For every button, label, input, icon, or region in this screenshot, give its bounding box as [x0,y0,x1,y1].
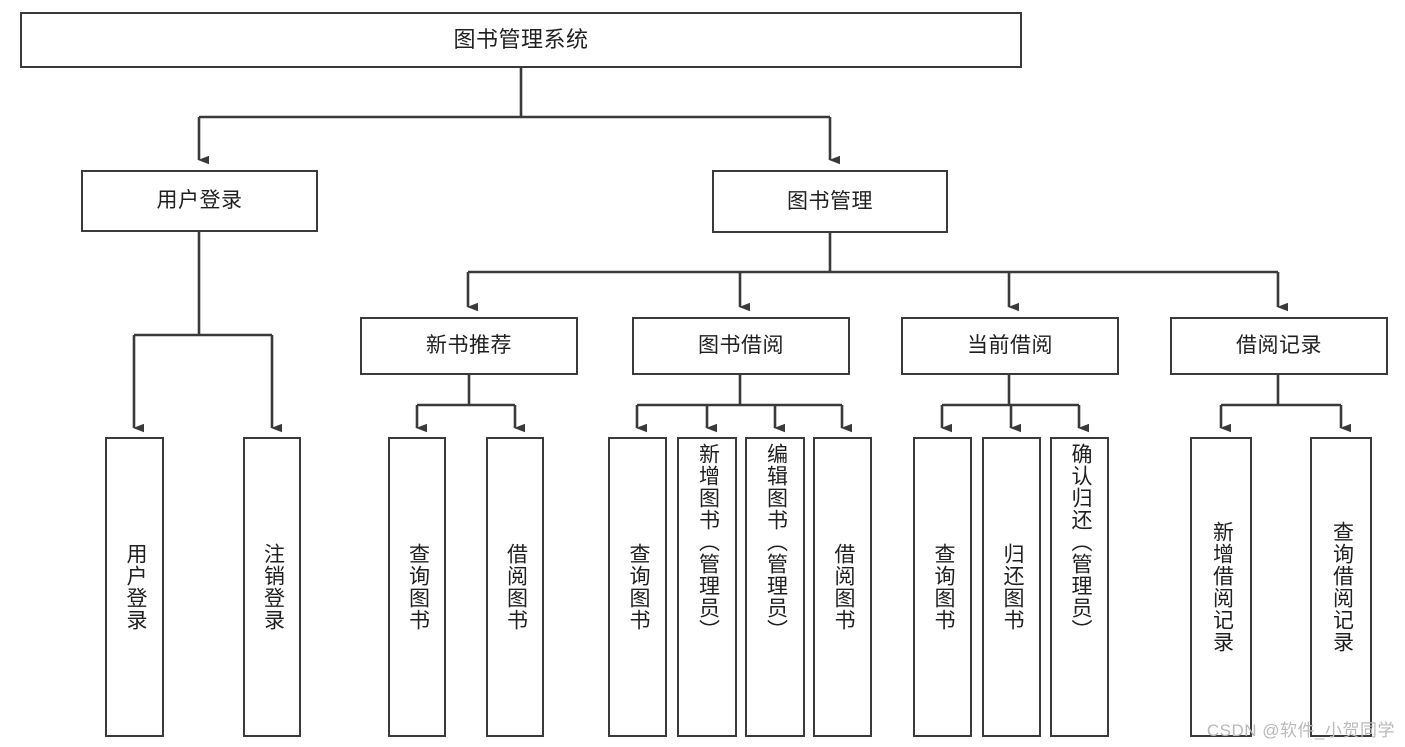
node-new-book-rec[interactable]: 新书推荐 [360,317,578,375]
node-leaf-borrow-edit[interactable]: 编辑图书（管理员） [745,437,805,737]
node-leaf-cur-query[interactable]: 查询图书 [913,437,972,737]
node-leaf-rec-query2-label: 查询借阅记录 [1330,521,1354,653]
node-book-borrow[interactable]: 图书借阅 [632,317,850,375]
node-leaf-user-logout[interactable]: 注销登录 [243,437,301,737]
node-user-login-label: 用户登录 [156,189,243,213]
node-root-label: 图书管理系统 [453,26,589,52]
node-leaf-rec-add[interactable]: 新增借阅记录 [1190,437,1252,737]
node-leaf-rec-borrow[interactable]: 借阅图书 [486,437,544,737]
node-leaf-borrow-query-label: 查询图书 [626,543,650,631]
node-leaf-rec-add-label: 新增借阅记录 [1210,521,1234,653]
node-leaf-cur-query-label: 查询图书 [931,543,955,631]
node-leaf-borrow-edit-label: 编辑图书（管理员） [764,443,788,641]
node-leaf-cur-confirm[interactable]: 确认归还（管理员） [1050,437,1109,737]
node-leaf-borrow-query[interactable]: 查询图书 [608,437,667,737]
node-leaf-borrow-add-label: 新增图书（管理员） [696,443,720,641]
node-root[interactable]: 图书管理系统 [20,12,1022,68]
node-book-borrow-label: 图书借阅 [698,334,784,358]
node-borrow-record[interactable]: 借阅记录 [1170,317,1388,375]
node-leaf-cur-confirm-label: 确认归还（管理员） [1068,443,1092,641]
node-leaf-user-login-label: 用户登录 [123,543,147,631]
node-leaf-user-logout-label: 注销登录 [261,543,285,631]
node-leaf-rec-borrow-label: 借阅图书 [504,543,528,631]
node-book-manage[interactable]: 图书管理 [712,170,948,233]
node-book-manage-label: 图书管理 [787,189,873,213]
node-new-book-rec-label: 新书推荐 [426,334,512,358]
node-leaf-borrow-lend-label: 借阅图书 [831,543,855,631]
node-borrow-record-label: 借阅记录 [1236,334,1322,358]
node-leaf-user-login[interactable]: 用户登录 [105,437,164,737]
node-leaf-rec-query2[interactable]: 查询借阅记录 [1310,437,1372,737]
node-user-login[interactable]: 用户登录 [81,170,318,232]
node-leaf-borrow-lend[interactable]: 借阅图书 [813,437,872,737]
node-leaf-rec-query[interactable]: 查询图书 [388,437,446,737]
node-current-borrow[interactable]: 当前借阅 [901,317,1119,375]
node-leaf-cur-return-label: 归还图书 [1000,543,1024,631]
node-leaf-borrow-add[interactable]: 新增图书（管理员） [677,437,737,737]
node-current-borrow-label: 当前借阅 [967,334,1053,358]
csdn-watermark: CSDN @软件_小贺同学 [1206,721,1395,740]
node-leaf-rec-query-label: 查询图书 [406,543,430,631]
node-leaf-cur-return[interactable]: 归还图书 [982,437,1041,737]
